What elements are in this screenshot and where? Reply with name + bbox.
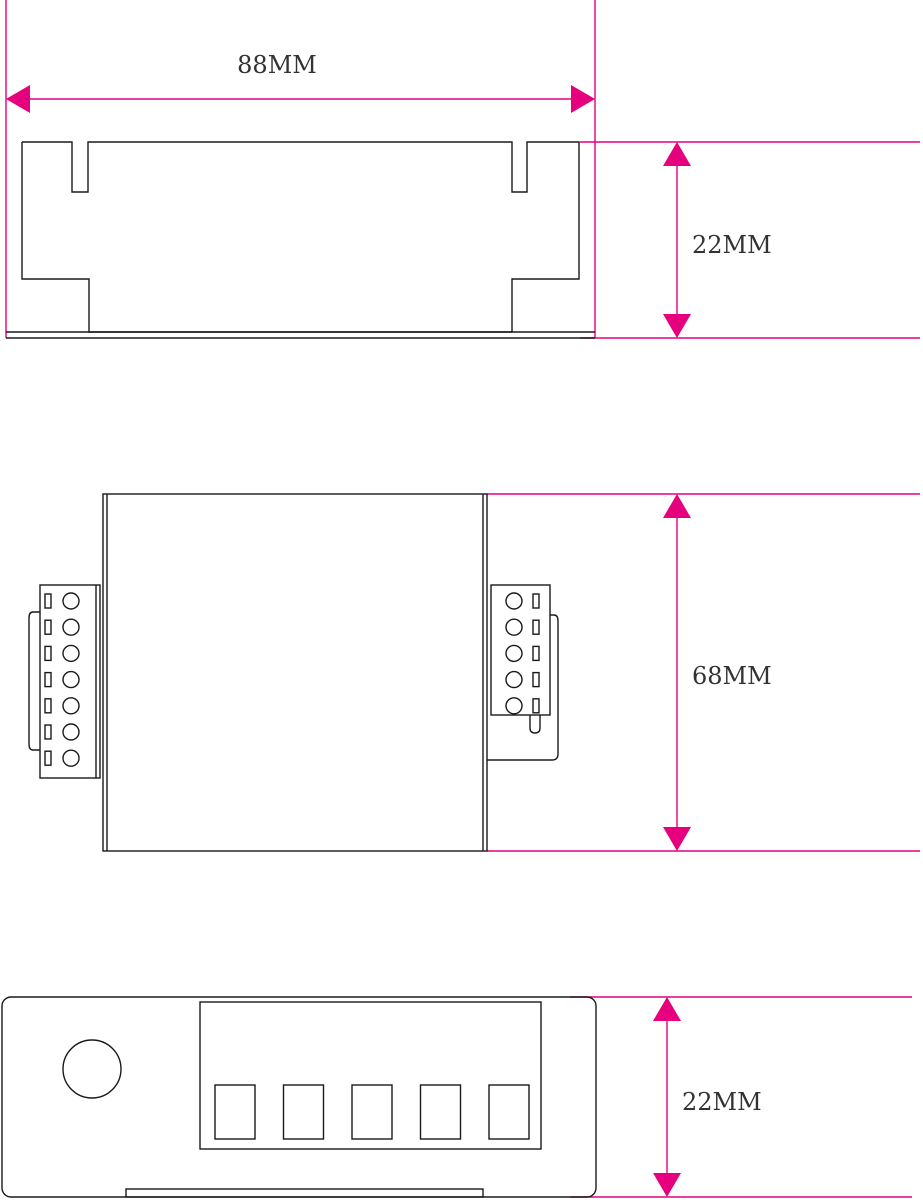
plan-view-housing — [102, 493, 488, 852]
end-view-housing — [1, 996, 597, 1198]
left-terminal-screw — [62, 723, 80, 741]
plan-view-height-top-arrowhead — [663, 494, 691, 518]
left-terminal-screw-slot — [44, 750, 52, 766]
left-terminal-screw-slot — [44, 671, 52, 688]
top-view-housing-outline — [21, 141, 580, 333]
end-view-sockets — [214, 1084, 530, 1140]
width-left-arrowhead — [6, 85, 30, 113]
right-terminal-screw — [505, 697, 523, 715]
end-view-height-label: 22MM — [682, 1088, 762, 1116]
left-terminal-screw-slot — [44, 645, 52, 662]
left-terminal-block — [39, 584, 101, 779]
plan-view-height-bottom-arrowhead — [663, 827, 691, 851]
left-terminal-screw — [62, 592, 80, 610]
end-view-socket — [419, 1084, 462, 1140]
left-terminal-clip — [28, 611, 40, 751]
right-terminal-screw-slot — [532, 619, 540, 635]
plan-view: 68MM — [28, 493, 920, 852]
end-view-socket — [214, 1084, 256, 1140]
left-terminal-screw — [62, 618, 80, 636]
left-terminal-screw — [62, 749, 80, 767]
left-terminal-screw — [62, 670, 80, 689]
left-terminals — [44, 592, 80, 767]
top-view-height-top-arrowhead — [663, 142, 691, 166]
right-terminal-screw-slot — [532, 698, 540, 714]
top-view-height-bottom-arrowhead — [663, 314, 691, 338]
right-terminal-screw-slot — [532, 593, 540, 609]
width-right-arrowhead — [571, 85, 595, 113]
right-terminal-screw — [505, 670, 523, 689]
end-view-mounting-hole — [62, 1039, 122, 1099]
right-terminal-screw — [505, 644, 523, 663]
right-terminal-clip — [487, 614, 559, 761]
left-terminal-screw — [62, 644, 80, 663]
width-label: 88MM — [237, 51, 317, 79]
right-terminal-screw-slot — [532, 645, 540, 662]
right-terminals — [505, 592, 540, 715]
end-view-height-bottom-arrowhead — [653, 1173, 681, 1197]
right-terminal-screw-slot — [532, 671, 540, 688]
end-view-socket — [488, 1084, 530, 1140]
left-terminal-screw-slot — [44, 698, 52, 714]
right-terminal-block — [490, 584, 551, 716]
right-terminal-screw — [505, 592, 523, 610]
end-view-connector-panel — [199, 1001, 542, 1150]
left-terminal-screw-slot — [44, 724, 52, 740]
end-view-socket — [282, 1084, 325, 1140]
left-terminal-screw-slot — [44, 619, 52, 635]
left-terminal-screw — [62, 697, 80, 715]
right-terminal-latch — [529, 715, 541, 734]
top-view: 88MM 22MM — [5, 0, 920, 339]
end-view-base-rail — [125, 1188, 484, 1198]
top-view-height-label: 22MM — [692, 231, 772, 259]
right-terminal-screw — [505, 618, 523, 636]
left-terminal-screw-slot — [44, 593, 52, 609]
plan-view-height-label: 68MM — [692, 662, 772, 690]
end-view-socket — [351, 1084, 393, 1140]
end-view: 22MM — [1, 996, 912, 1198]
end-view-height-top-arrowhead — [653, 997, 681, 1021]
